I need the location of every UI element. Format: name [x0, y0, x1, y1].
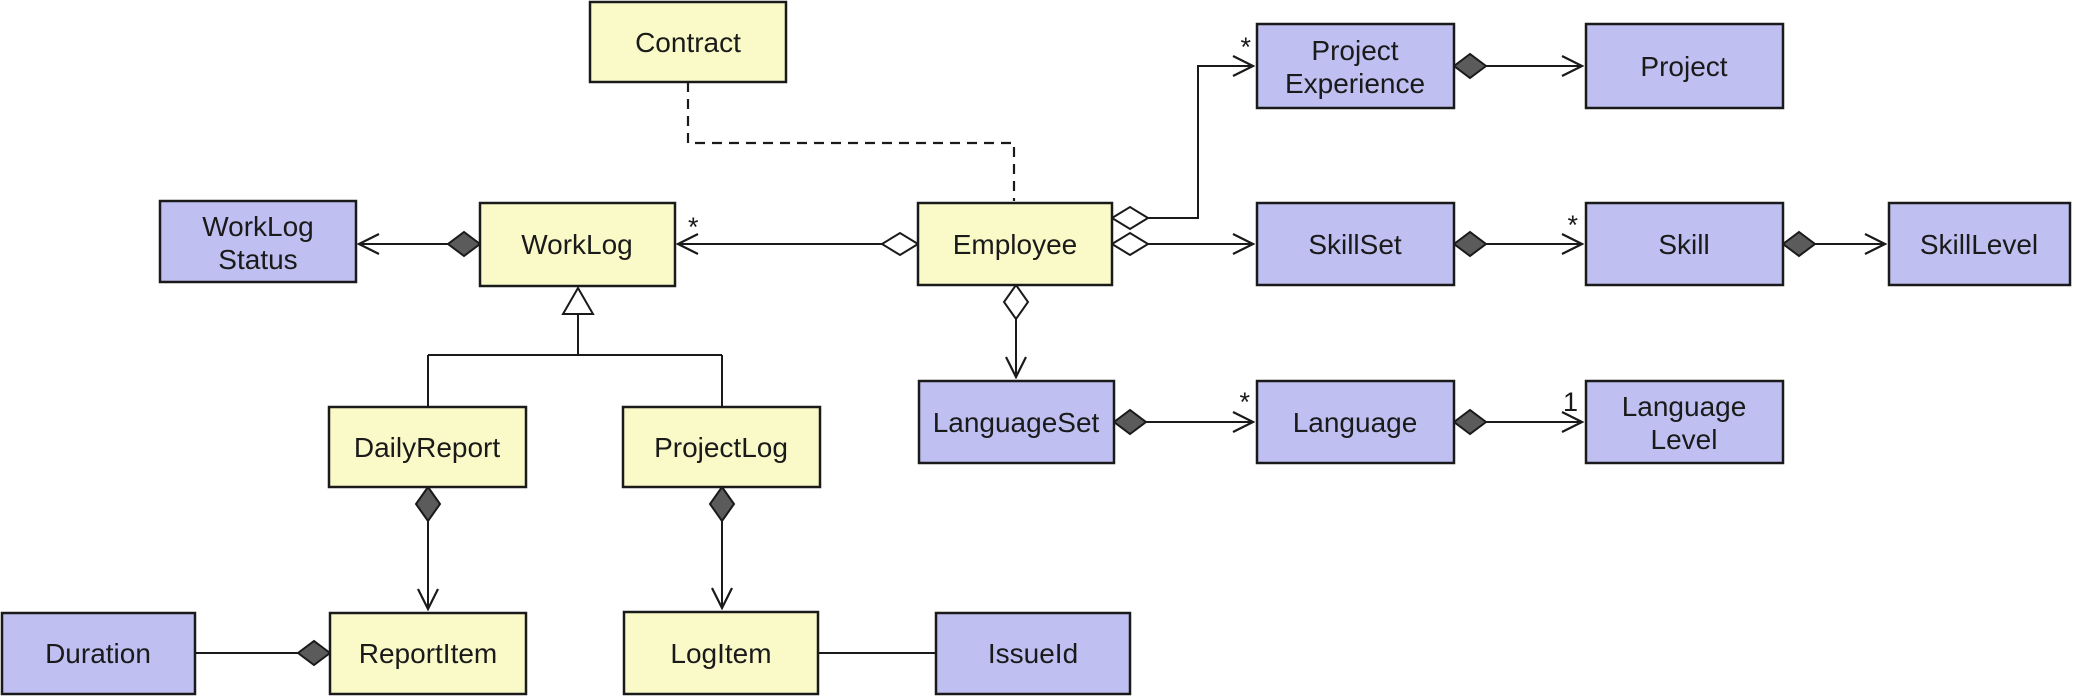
class-contract: Contract — [588, 0, 788, 84]
composition-diamond-icon — [296, 639, 332, 667]
edge-languageset-language-composition: * — [1112, 387, 1253, 436]
edge-employee-languageset-aggregation — [1002, 283, 1030, 377]
multiplicity-label: 1 — [1563, 387, 1578, 417]
dependency-dashed-line — [686, 82, 1016, 201]
class-project-experience-label-line2: Experience — [1285, 68, 1425, 99]
class-duration: Duration — [0, 611, 197, 696]
class-employee-label: Employee — [953, 229, 1078, 260]
class-duration-box — [0, 611, 197, 696]
class-languageset-label: LanguageSet — [933, 407, 1100, 438]
class-skilllevel-label: SkillLevel — [1920, 229, 2038, 260]
class-skilllevel-box — [1887, 201, 2072, 287]
class-dailyreport: DailyReport — [327, 405, 528, 489]
class-worklog: WorkLog — [478, 201, 677, 288]
composition-diamond-icon — [1112, 408, 1148, 436]
class-worklog-label: WorkLog — [521, 229, 633, 260]
edge-reportitem-duration-composition — [195, 639, 332, 667]
edge-employee-projectexperience-aggregation: * — [1110, 32, 1253, 231]
edge-projectexperience-project-composition — [1452, 52, 1582, 80]
multiplicity-label: * — [1567, 210, 1578, 240]
class-skillset-box — [1255, 201, 1456, 287]
class-reportitem: ReportItem — [328, 611, 528, 696]
composition-diamond-icon — [1452, 52, 1488, 80]
edge-contract-employee-dependency — [686, 82, 1016, 201]
composition-diamond-icon — [446, 230, 482, 258]
edge-employee-worklog-aggregation: * — [678, 212, 920, 257]
class-employee: Employee — [916, 201, 1114, 287]
class-project-experience: Project Experience — [1255, 22, 1456, 110]
edge-skillset-skill-composition: * — [1452, 210, 1582, 258]
edge-language-languagelevel-composition: 1 — [1452, 387, 1582, 436]
class-project: Project — [1584, 22, 1785, 110]
class-reportitem-label: ReportItem — [359, 638, 498, 669]
class-reportitem-box — [328, 611, 528, 696]
edge-skill-skilllevel-composition — [1781, 230, 1885, 258]
class-worklog-status-box — [158, 199, 358, 284]
class-issueid-label: IssueId — [988, 638, 1078, 669]
multiplicity-label: * — [1239, 387, 1250, 417]
class-dailyreport-box — [327, 405, 528, 489]
multiplicity-label: * — [1240, 32, 1251, 62]
class-language: Language — [1255, 379, 1456, 465]
class-projectlog-box — [621, 405, 822, 489]
edge-dailyreport-reportitem-composition — [414, 485, 442, 609]
class-languagelevel-label-line1: Language — [1622, 391, 1747, 422]
generalization-triangle-icon — [561, 285, 595, 315]
edge-generalization-worklog-subclasses — [427, 285, 723, 407]
multiplicity-label: * — [688, 212, 699, 242]
class-skill: Skill — [1584, 201, 1785, 287]
class-logitem-label: LogItem — [670, 638, 771, 669]
class-languagelevel-label-line2: Level — [1651, 424, 1718, 455]
composition-diamond-icon — [1452, 408, 1488, 436]
class-contract-label: Contract — [635, 27, 741, 58]
class-worklog-status: WorkLog Status — [158, 199, 358, 284]
composition-diamond-icon — [414, 485, 442, 523]
class-language-label: Language — [1293, 407, 1418, 438]
class-languageset: LanguageSet — [917, 379, 1116, 465]
class-contract-box — [588, 0, 788, 84]
aggregation-diamond-icon — [1002, 283, 1030, 321]
composition-diamond-icon — [708, 485, 736, 523]
class-skill-label: Skill — [1658, 229, 1709, 260]
class-employee-box — [916, 201, 1114, 287]
class-issueid: IssueId — [934, 611, 1132, 696]
class-worklog-box — [478, 201, 677, 288]
class-worklog-status-label-line1: WorkLog — [202, 211, 314, 242]
composition-diamond-icon — [1452, 230, 1488, 258]
edge-line — [1148, 66, 1253, 219]
aggregation-diamond-icon — [1110, 205, 1150, 231]
class-logitem-box — [622, 610, 820, 696]
class-skillset-label: SkillSet — [1308, 229, 1402, 260]
aggregation-diamond-icon — [1110, 231, 1150, 257]
class-issueid-box — [934, 611, 1132, 696]
class-language-box — [1255, 379, 1456, 465]
composition-diamond-icon — [1781, 230, 1817, 258]
class-projectlog: ProjectLog — [621, 405, 822, 489]
edge-worklog-worklogstatus-composition — [359, 230, 482, 258]
class-languagelevel: Language Level — [1584, 379, 1785, 465]
class-projectlog-label: ProjectLog — [654, 432, 788, 463]
class-languagelevel-box — [1584, 379, 1785, 465]
class-project-experience-box — [1255, 22, 1456, 110]
class-skill-box — [1584, 201, 1785, 287]
class-dailyreport-label: DailyReport — [354, 432, 500, 463]
class-languageset-box — [917, 379, 1116, 465]
class-project-label: Project — [1640, 51, 1727, 82]
class-project-experience-label-line1: Project — [1311, 35, 1398, 66]
class-project-box — [1584, 22, 1785, 110]
edge-employee-skillset-aggregation — [1110, 231, 1253, 257]
class-worklog-status-label-line2: Status — [218, 244, 297, 275]
class-skillset: SkillSet — [1255, 201, 1456, 287]
aggregation-diamond-icon — [880, 231, 920, 257]
class-skilllevel: SkillLevel — [1887, 201, 2072, 287]
class-duration-label: Duration — [45, 638, 151, 669]
edge-projectlog-logitem-composition — [708, 485, 736, 608]
class-logitem: LogItem — [622, 610, 820, 696]
